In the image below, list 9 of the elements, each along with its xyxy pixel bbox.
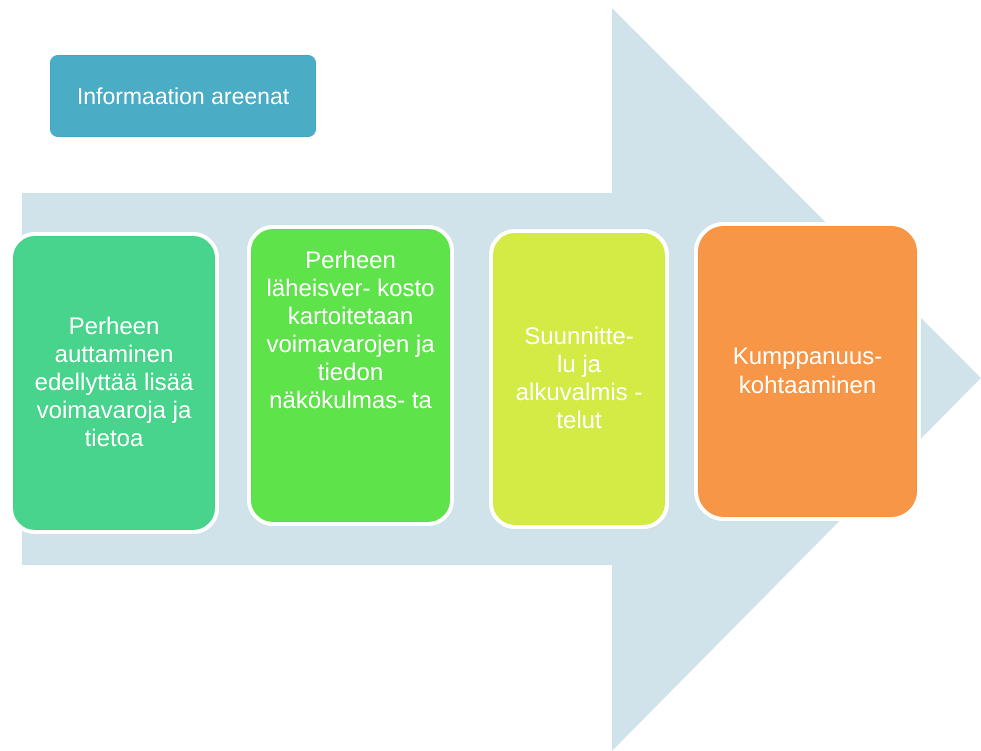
step-text: Kumppanuus- kohtaaminen — [732, 343, 884, 400]
step-text: Perheen auttaminen edellyttää lisää voimavaroja ja tietoa — [34, 312, 194, 454]
process-step-box — [489, 229, 669, 529]
process-step-box — [694, 222, 921, 521]
step-text: Informaation areenat — [76, 82, 290, 110]
label-box — [50, 55, 316, 137]
step-text: Perheen läheisver- kosto kartoitetaan voimavarojen ja tiedon näkökulmas- ta — [265, 247, 436, 416]
step-text: Suunnitte- lu ja alkuvalmis -telut — [514, 322, 644, 436]
process-step-box — [247, 225, 454, 526]
